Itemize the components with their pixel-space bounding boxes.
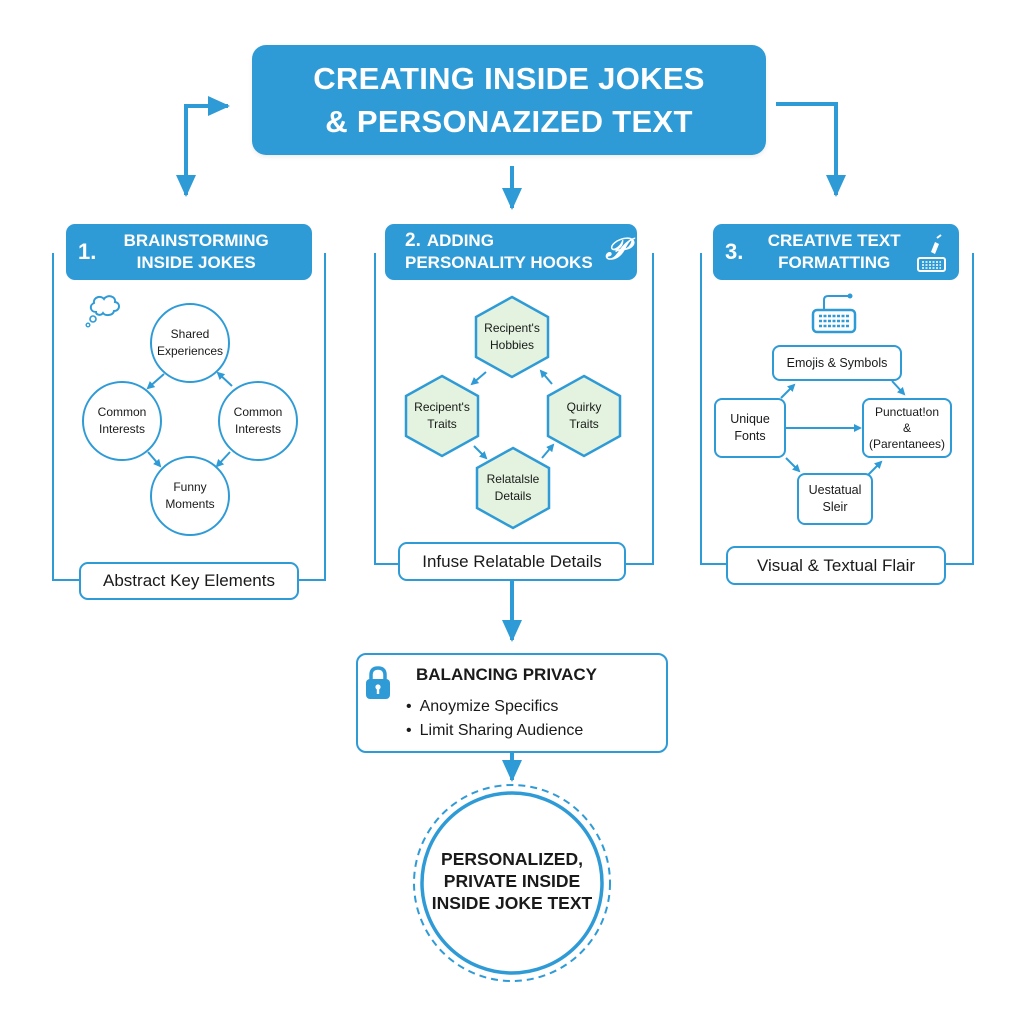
lock-icon	[366, 666, 390, 699]
node-text-line1: Relatalsle	[486, 472, 540, 486]
node-text-line2: &	[902, 421, 911, 435]
result-line1: PERSONALIZED,	[441, 849, 583, 869]
hexagon-shape	[546, 374, 622, 458]
node-punctuation: Punctuat!on & (Parentanees)	[862, 398, 952, 458]
node-textual-flair: Uestatual Sleir	[797, 473, 873, 525]
arrow-title-to-section3	[776, 102, 846, 197]
node-text-line2: Sleir	[822, 500, 848, 514]
section2-number: 2.	[405, 230, 421, 251]
section2-title-line1-text: ADDING	[426, 231, 494, 250]
main-title-line1: CREATING INSIDE JOKES	[313, 61, 705, 96]
node-text-line2: Experiences	[156, 344, 224, 358]
section2-footer: Infuse Relatable Details	[398, 542, 626, 581]
node-text-line1: Funny	[173, 480, 207, 494]
section1-footer: Abstract Key Elements	[79, 562, 299, 600]
pen-keyboard-icon	[917, 234, 946, 272]
section1-header: 1. BRAINSTORMING INSIDE JOKES	[66, 224, 312, 280]
section3-number: 3.	[725, 239, 744, 264]
node-text-line1: Uestatual	[808, 483, 862, 497]
privacy-list: Anoymize Specifics Limit Sharing Audienc…	[406, 695, 584, 743]
section1-number: 1.	[78, 239, 97, 264]
privacy-item: Limit Sharing Audience	[406, 719, 584, 743]
personality-p-icon: 𝒫	[605, 232, 627, 267]
node-funny-moments: Funny Moments	[150, 456, 230, 536]
node-text-line2: Traits	[569, 417, 599, 431]
hexagon-shape	[404, 374, 480, 458]
section2-title: 2. ADDING PERSONALITY HOOKS	[405, 230, 593, 274]
section1-title-line2: INSIDE JOKES	[136, 253, 256, 272]
section2-title-line1: 2. ADDING	[405, 230, 593, 252]
node-text-line2: Interests	[98, 422, 146, 436]
privacy-title: BALANCING PRIVACY	[416, 665, 598, 684]
node-text-line1: Shared	[170, 327, 210, 341]
node-text-line1: Recipent's	[414, 400, 470, 414]
node-text-line3: (Parentanees)	[868, 437, 946, 451]
main-title-line2: & PERSONAZIZED TEXT	[325, 104, 693, 139]
section3-title-line1: CREATIVE TEXT	[767, 231, 901, 250]
node-text-line2: Hobbies	[489, 338, 535, 352]
hexagon-shape	[474, 295, 550, 379]
node-common-interests-right: Common Interests	[218, 381, 298, 461]
node-text-line2: Interests	[234, 422, 282, 436]
section3-footer: Visual & Textual Flair	[726, 546, 946, 585]
node-shared-experiences: Shared Experiences	[150, 303, 230, 383]
hexagon-shape	[475, 446, 551, 530]
node-text-line1: Quirky	[566, 400, 602, 414]
node-text-line1: Emojis & Symbols	[786, 355, 888, 370]
result-line2: PRIVATE INSIDE	[443, 871, 581, 891]
node-text-line2: Moments	[165, 497, 215, 511]
node-text-line1: Common	[233, 405, 283, 419]
privacy-box: BALANCING PRIVACY Anoymize Specifics Lim…	[356, 653, 668, 753]
thought-cloud-icon	[85, 295, 120, 328]
section3-title-line2: FORMATTING	[778, 253, 891, 272]
node-text-line1: Unique	[730, 412, 770, 426]
node-common-interests-left: Common Interests	[82, 381, 162, 461]
result-line3: INSIDE JOKE TEXT	[431, 893, 593, 913]
node-text-line1: Punctuat!on	[874, 405, 940, 419]
node-text-line2: Details	[494, 489, 532, 503]
section1-title-line1: BRAINSTORMING	[123, 231, 269, 250]
node-text-line1: Recipent's	[484, 321, 540, 335]
section2-header: 2. ADDING PERSONALITY HOOKS 𝒫	[385, 224, 637, 280]
section1-title: BRAINSTORMING INSIDE JOKES	[106, 230, 286, 274]
privacy-item: Anoymize Specifics	[406, 695, 583, 719]
node-text-line2: Traits	[427, 417, 457, 431]
node-text-line2: Fonts	[734, 429, 766, 443]
node-emojis-symbols: Emojis & Symbols	[772, 345, 902, 381]
section3-title: CREATIVE TEXT FORMATTING	[753, 230, 915, 274]
result-text: PERSONALIZED, PRIVATE INSIDE INSIDE JOKE…	[420, 848, 604, 914]
node-text-line1: Common	[97, 405, 147, 419]
section3-header: 3. CREATIVE TEXT FORMATTING	[713, 224, 959, 280]
main-title-box: CREATING INSIDE JOKES & PERSONAZIZED TEX…	[252, 45, 766, 155]
section2-title-line2: PERSONALITY HOOKS	[405, 253, 593, 272]
node-unique-fonts: Unique Fonts	[714, 398, 786, 458]
keyboard-icon	[811, 293, 857, 334]
